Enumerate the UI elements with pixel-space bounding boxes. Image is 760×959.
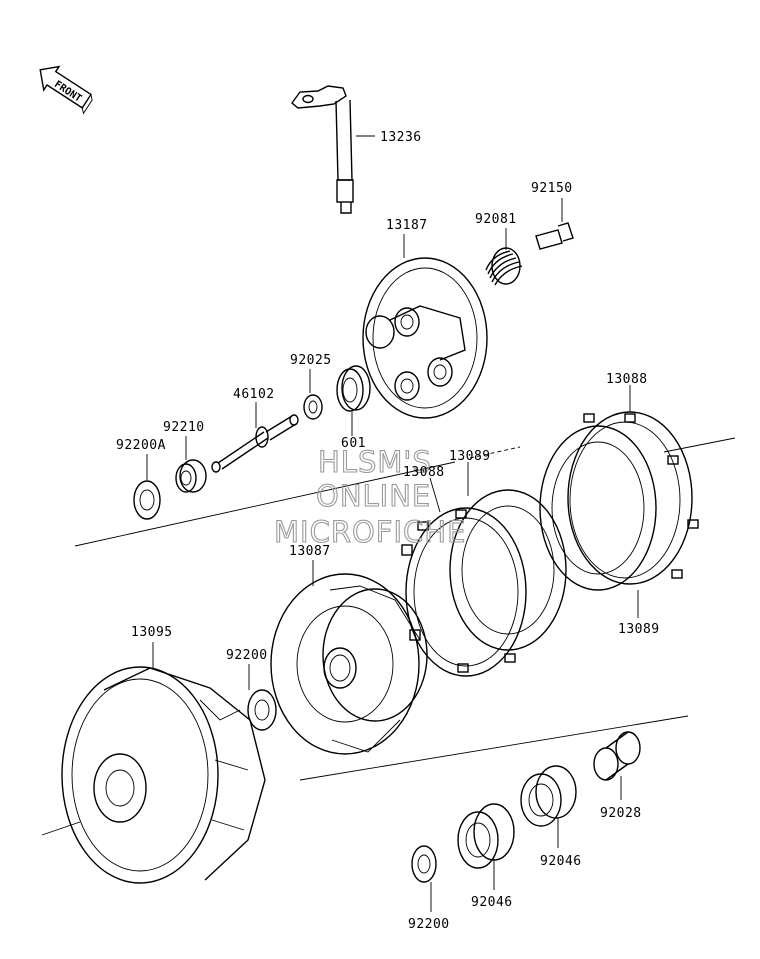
part-label-13088-left: 13088 [403,465,445,480]
part-label-13187: 13187 [386,218,428,233]
part-labels: 13236 92150 92081 13187 92025 46102 9221… [116,130,660,932]
part-label-92046-left: 92046 [471,895,513,910]
axis-lines [41,437,736,836]
washer-92200-bottom [411,845,437,912]
clutch-housing-13095 [61,642,266,884]
front-arrow: FRONT [39,65,93,115]
part-label-13088-right: 13088 [606,372,648,387]
part-label-92046-right: 92046 [540,854,582,869]
bolt-92150 [535,198,574,250]
part-label-92200-center: 92200 [226,648,268,663]
watermark-line-2: ONLINE [316,479,431,513]
part-label-92081: 92081 [475,212,517,227]
part-label-92150: 92150 [531,181,573,196]
part-label-13089-left: 13089 [449,449,491,464]
washer-92200A [133,454,161,520]
bearing-601 [336,365,371,436]
part-label-92200-bottom: 92200 [408,917,450,932]
watermark-line-1: HLSM'S [318,445,432,479]
needle-bearing-92046-left [457,803,515,890]
part-label-92028: 92028 [600,806,642,821]
washer-92025 [303,369,323,420]
part-label-13095: 13095 [131,625,173,640]
pressure-plate-13187 [362,234,488,419]
part-label-92210: 92210 [163,420,205,435]
spring-92081 [485,228,523,286]
clutch-hub-13087 [270,560,428,755]
friction-plate-13088-right [567,385,699,585]
part-label-13089-right: 13089 [618,622,660,637]
watermark: HLSM'S ONLINE MICROFICHE [273,444,466,549]
part-label-46102: 46102 [233,387,275,402]
part-label-92200A: 92200A [116,438,166,453]
part-label-601: 601 [341,436,366,451]
push-lever-13236 [291,85,375,214]
part-label-92025: 92025 [290,353,332,368]
washer-92200-center [247,664,277,731]
nut-92210 [175,436,207,493]
bushing-92028 [593,731,641,800]
steel-plate-13089-right [539,425,657,618]
watermark-line-3: MICROFICHE [274,515,466,549]
needle-bearing-92046-right [520,765,577,848]
steel-plate-13089-left [449,462,567,651]
part-label-13236: 13236 [380,130,422,145]
friction-plate-13088-left [401,477,527,677]
part-label-13087: 13087 [289,544,331,559]
shaft-46102 [211,402,299,473]
